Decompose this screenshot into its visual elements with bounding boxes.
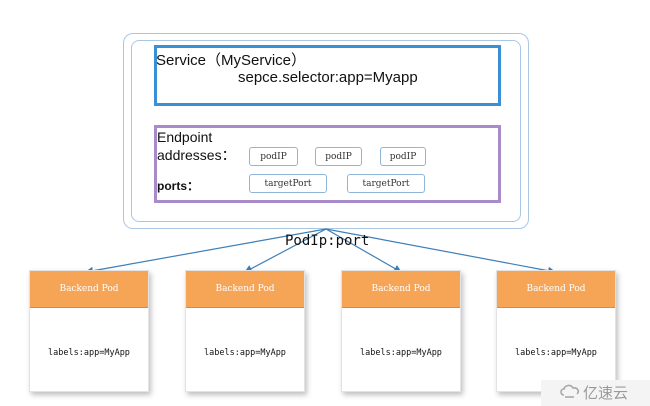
watermark — [541, 380, 650, 406]
service-selector: sepce.selector:app=Myapp — [238, 69, 418, 86]
endpoint-title: Endpoint — [157, 129, 213, 145]
port-chip: targetPort — [347, 174, 425, 193]
pod-title: Backend Pod — [342, 271, 460, 308]
pod-labels: labels:app=MyApp — [204, 348, 286, 358]
backend-pod: Backend Pod labels:app=MyApp — [341, 270, 461, 392]
address-chip: podIP — [380, 147, 426, 166]
address-chip: podIP — [249, 147, 298, 166]
ports-label: ports： — [157, 179, 200, 193]
outer-frame — [123, 33, 529, 229]
pod-labels: labels:app=MyApp — [48, 348, 130, 358]
pod-title: Backend Pod — [497, 271, 615, 308]
service-title: Service（MyService） — [156, 52, 307, 69]
connector-label: PodIp:port — [285, 233, 370, 249]
watermark-text: 亿速云 — [583, 385, 629, 402]
address-chip: podIP — [315, 147, 362, 166]
port-chip: targetPort — [249, 174, 327, 193]
pod-title: Backend Pod — [186, 271, 304, 308]
backend-pod: Backend Pod labels:app=MyApp — [29, 270, 149, 392]
arrow-to-pod-4 — [325, 228, 556, 275]
service-box — [154, 45, 501, 106]
addresses-label: addresses： — [157, 147, 236, 163]
arrow-to-pod-2 — [244, 228, 327, 273]
arrow-to-pod-3 — [325, 228, 402, 273]
backend-pod: Backend Pod labels:app=MyApp — [496, 270, 616, 392]
pod-labels: labels:app=MyApp — [360, 348, 442, 358]
cloud-logo-icon — [560, 384, 580, 398]
pod-title: Backend Pod — [30, 271, 148, 308]
inner-frame — [131, 40, 521, 222]
backend-pod: Backend Pod labels:app=MyApp — [185, 270, 305, 392]
arrow-to-pod-1 — [85, 228, 327, 275]
pod-labels: labels:app=MyApp — [515, 348, 597, 358]
